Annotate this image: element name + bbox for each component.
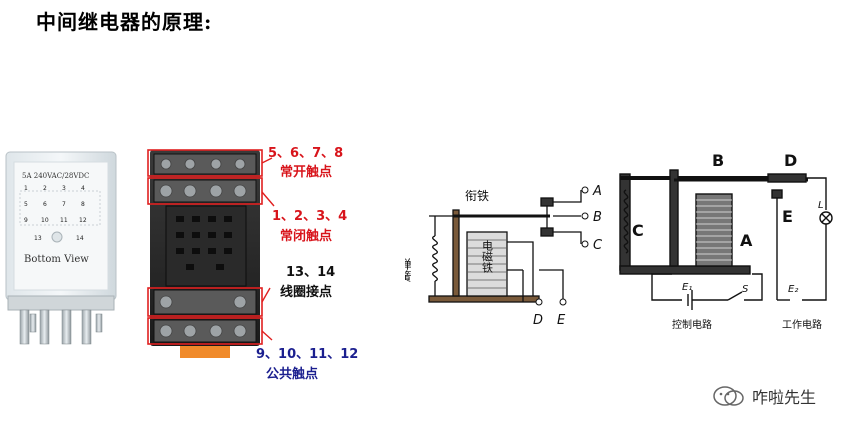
relay-socket-photo: 5、6、7、8 常开触点 1、2、3、4 常闭触点 13、14 线圈接点 9、1… bbox=[147, 146, 358, 382]
label-c: C bbox=[632, 221, 644, 240]
watermark-text: 咋啦先生 bbox=[752, 388, 817, 407]
nc-contact-numbers: 1、2、3、4 bbox=[272, 209, 347, 224]
label-e2: E₂ bbox=[788, 284, 798, 295]
label-s: S bbox=[742, 284, 749, 295]
coil-contact-label: 线圈接点 bbox=[280, 284, 332, 300]
coil-pin-label: 14 bbox=[76, 235, 84, 242]
pin-label: 7 bbox=[62, 201, 66, 208]
nc-contact-box bbox=[147, 177, 263, 205]
work-circuit-label: 工作电路 bbox=[782, 318, 822, 331]
label-e1: E₁ bbox=[682, 282, 692, 293]
pin-label: 11 bbox=[60, 217, 68, 224]
label-e: E bbox=[782, 207, 793, 226]
wechat-icon bbox=[713, 386, 744, 406]
pin-label: 12 bbox=[79, 217, 87, 224]
armature-label: 衔铁 bbox=[465, 189, 489, 203]
spring-label: 弹簧 bbox=[405, 258, 412, 282]
pin-label: 6 bbox=[43, 201, 47, 208]
terminal-d: D bbox=[533, 313, 543, 328]
com-contact-numbers: 9、10、11、12 bbox=[256, 347, 358, 362]
com-contact-label: 公共触点 bbox=[266, 366, 318, 382]
terminal-c: C bbox=[593, 238, 603, 253]
watermark: 咋啦先生 bbox=[712, 384, 816, 408]
relay-schematic-1: 衔铁 弹簧 电磁铁 A B C D E bbox=[405, 184, 603, 328]
nc-contact-label: 常闭触点 bbox=[280, 228, 332, 244]
terminal-e: E bbox=[557, 313, 566, 328]
pin-label: 4 bbox=[81, 185, 85, 192]
label-a: A bbox=[740, 231, 753, 250]
coil-pin-label: 13 bbox=[34, 235, 42, 242]
pin-label: 3 bbox=[62, 185, 66, 192]
label-d: D bbox=[784, 151, 797, 170]
relay-photo: 5A 240VAC/28VDC 1 2 3 4 5 6 7 8 9 10 11 … bbox=[5, 151, 117, 345]
coil-contact-numbers: 13、14 bbox=[286, 265, 335, 280]
pin-label: 10 bbox=[41, 217, 49, 224]
label-b: B bbox=[712, 151, 724, 170]
pin-label: 5 bbox=[24, 201, 28, 208]
no-contact-label: 常开触点 bbox=[280, 164, 332, 180]
rating-text: 5A 240VAC/28VDC bbox=[22, 172, 89, 180]
control-circuit-label: 控制电路 bbox=[672, 318, 712, 331]
bottom-view-text: Bottom View bbox=[24, 254, 89, 265]
pin-label: 1 bbox=[24, 185, 28, 192]
pin-label: 2 bbox=[43, 185, 47, 192]
electromagnet-label: 电磁铁 bbox=[481, 240, 494, 273]
terminal-b: B bbox=[593, 210, 602, 225]
relay-schematic-2: B D C A E E₁ S E₂ L 控制电路 工作电路 bbox=[619, 151, 833, 331]
no-contact-numbers: 5、6、7、8 bbox=[268, 146, 343, 161]
label-l: L bbox=[818, 200, 824, 211]
pin-label: 8 bbox=[81, 201, 85, 208]
page-title: 中间继电器的原理: bbox=[36, 10, 213, 34]
terminal-a: A bbox=[592, 184, 602, 199]
pin-label: 9 bbox=[24, 217, 28, 224]
